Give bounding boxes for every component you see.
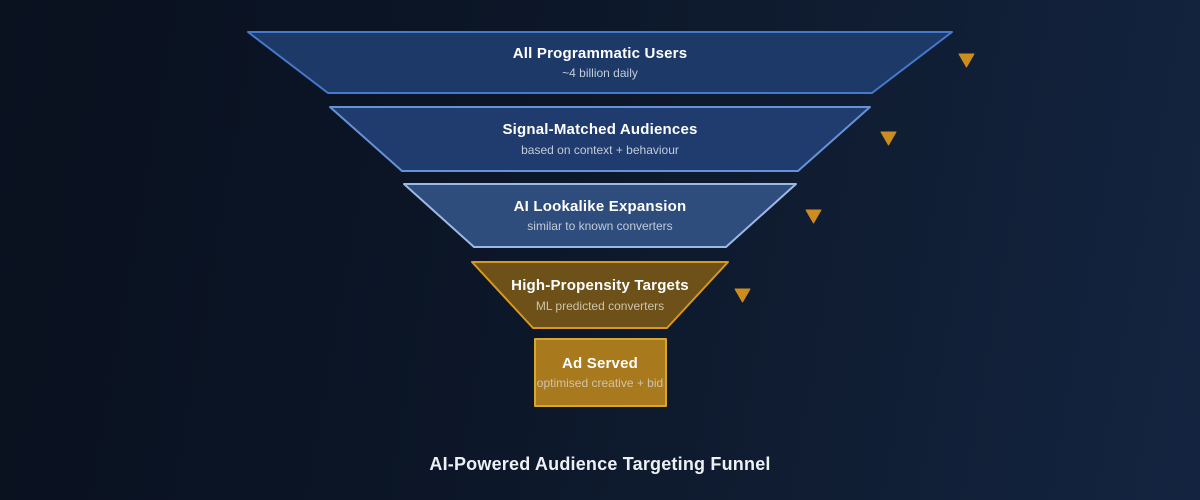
funnel-tier-3-shape — [403, 183, 797, 248]
down-arrow-icon — [734, 288, 751, 303]
funnel-tier-5-shape — [534, 338, 667, 407]
down-arrow-icon — [805, 209, 822, 224]
down-arrow-icon — [880, 131, 897, 146]
funnel-tier-1-shape — [247, 31, 953, 94]
diagram-title: AI-Powered Audience Targeting Funnel — [429, 454, 771, 474]
funnel-tier-2-shape — [329, 106, 871, 172]
down-arrow-icon — [958, 53, 975, 68]
funnel-tier-4-shape — [471, 261, 729, 329]
